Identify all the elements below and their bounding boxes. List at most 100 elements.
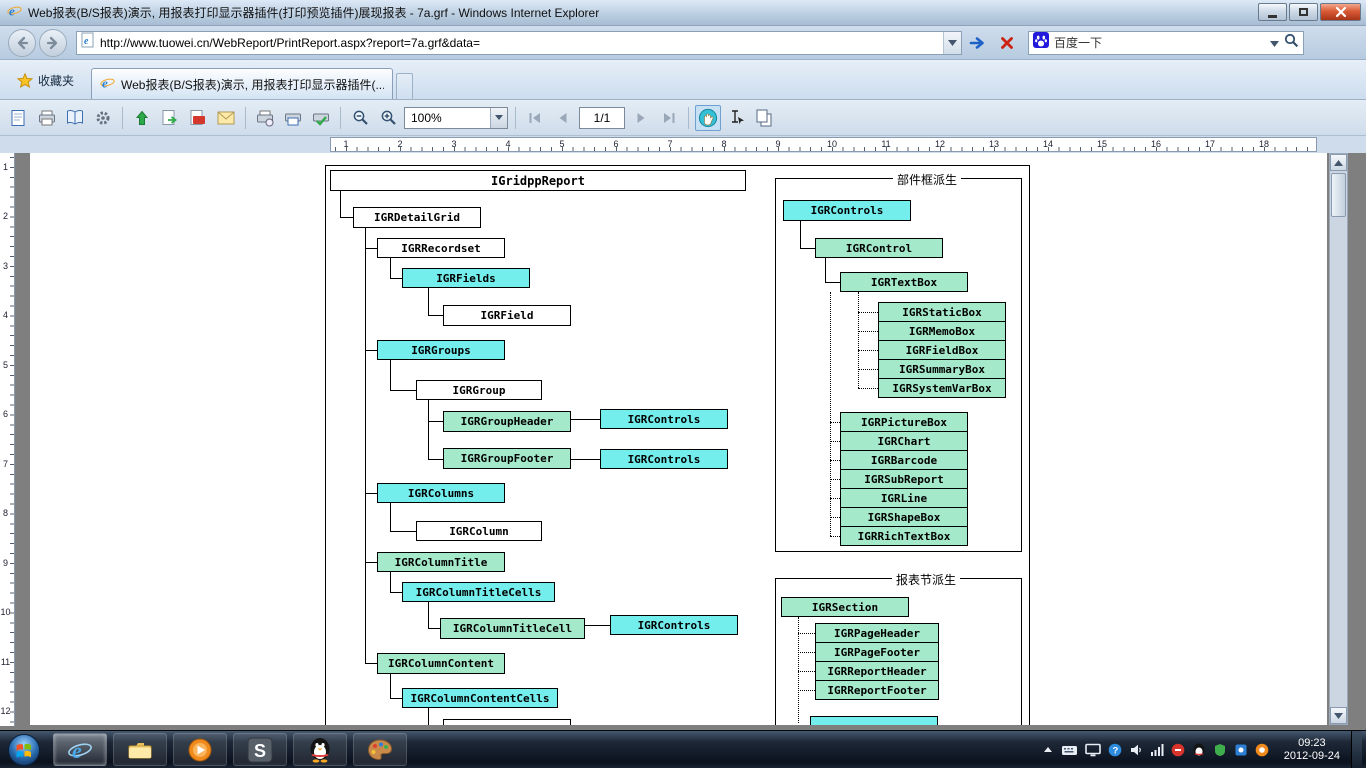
tray-help-icon[interactable]: ? — [1108, 743, 1122, 757]
go-button[interactable] — [965, 30, 991, 56]
node-igrgroup: IGRGroup — [416, 380, 542, 400]
zoom-out-button[interactable] — [347, 105, 373, 131]
url-text[interactable]: http://www.tuowei.cn/WebReport/PrintRepo… — [100, 36, 943, 50]
printer-setup-button[interactable] — [252, 105, 278, 131]
copy-page-button[interactable] — [751, 105, 777, 131]
search-dropdown-arrow[interactable] — [1270, 34, 1279, 52]
node-igrcontrols-2: IGRControls — [600, 449, 728, 469]
scrollbar-thumb[interactable] — [1331, 173, 1346, 217]
search-icon[interactable] — [1284, 33, 1299, 53]
close-button[interactable] — [1320, 3, 1361, 21]
favorites-button[interactable]: 收藏夹 — [8, 66, 83, 94]
next-page-button[interactable] — [628, 105, 654, 131]
tray-keyboard-icon[interactable] — [1061, 743, 1078, 757]
node-igrdetailgrid: IGRDetailGrid — [353, 207, 481, 228]
text-select-icon — [728, 109, 745, 126]
tick: 12 — [932, 139, 948, 149]
node-igrshapebox: IGRShapeBox — [840, 507, 968, 527]
taskbar-ie-button[interactable]: e — [53, 733, 107, 766]
last-page-button[interactable] — [656, 105, 682, 131]
send-mail-button[interactable] — [213, 105, 239, 131]
maximize-button[interactable] — [1289, 3, 1318, 21]
connector-line — [858, 369, 878, 370]
stop-button[interactable] — [994, 30, 1020, 56]
taskbar-qq-button[interactable] — [293, 733, 347, 766]
tabs-row: 收藏夹 e Web报表(B/S报表)演示, 用报表打印显示器插件(... — [0, 60, 1366, 100]
connector-line — [390, 258, 391, 278]
show-desktop-button[interactable] — [1351, 731, 1362, 768]
scroll-down-button[interactable] — [1330, 707, 1347, 724]
node-igrpageheader: IGRPageHeader — [815, 623, 939, 643]
text-select-tool-button[interactable] — [723, 105, 749, 131]
connector-line — [571, 459, 600, 460]
tray-qq-icon[interactable] — [1192, 743, 1206, 757]
zoom-in-button[interactable] — [375, 105, 401, 131]
node-igrcontrol: IGRControl — [815, 238, 943, 258]
taskbar-explorer-button[interactable] — [113, 733, 167, 766]
tab-report[interactable]: e Web报表(B/S报表)演示, 用报表打印显示器插件(... — [91, 68, 393, 99]
hand-tool-button[interactable] — [695, 105, 721, 131]
page-setup-button[interactable] — [6, 105, 32, 131]
export-up-button[interactable] — [129, 105, 155, 131]
print-button[interactable] — [34, 105, 60, 131]
export-file-button[interactable] — [157, 105, 183, 131]
connector-line — [825, 282, 840, 283]
tray-app-blue-icon[interactable] — [1234, 743, 1248, 757]
tray-shield-icon[interactable] — [1213, 743, 1227, 757]
clock-date: 2012-09-24 — [1284, 750, 1340, 763]
next-page-icon — [633, 111, 649, 125]
windows-logo-icon — [7, 733, 41, 767]
chevron-down-icon — [948, 40, 957, 46]
two-page-view-button[interactable] — [62, 105, 88, 131]
export-icon — [161, 109, 179, 127]
taskbar: e S ? 09:23 — [0, 730, 1366, 768]
separator — [340, 107, 341, 129]
taskbar-clock[interactable]: 09:23 2012-09-24 — [1284, 737, 1340, 763]
zoom-combo[interactable]: 100% — [404, 107, 508, 129]
node-igrcontrols-panel: IGRControls — [783, 200, 911, 221]
export-pdf-button[interactable] — [185, 105, 211, 131]
minimize-button[interactable] — [1258, 3, 1287, 21]
node-igrrichtextbox: IGRRichTextBox — [840, 526, 968, 546]
title-bar: e Web报表(B/S报表)演示, 用报表打印显示器插件(打印预览插件)展现报表… — [0, 0, 1366, 26]
tray-app-orange-icon[interactable] — [1255, 743, 1269, 757]
prev-page-button[interactable] — [550, 105, 576, 131]
star-icon — [17, 73, 33, 88]
connector-line — [825, 258, 826, 282]
go-arrow-icon — [969, 36, 987, 50]
tray-monitor-icon[interactable] — [1085, 743, 1101, 757]
tray-expand-icon[interactable] — [1042, 744, 1054, 756]
copy-icon — [755, 109, 773, 127]
address-dropdown-arrow[interactable] — [943, 32, 961, 54]
connector-line — [798, 690, 815, 691]
node-igrcolumn: IGRColumn — [416, 521, 542, 541]
settings-button[interactable] — [90, 105, 116, 131]
forward-button[interactable] — [39, 29, 67, 57]
quick-print-button[interactable] — [308, 105, 334, 131]
page-number-field[interactable]: 1/1 — [579, 107, 625, 129]
start-button[interactable] — [6, 732, 42, 768]
taskbar-sogou-button[interactable]: S — [233, 733, 287, 766]
node-igrstaticbox: IGRStaticBox — [878, 302, 1006, 322]
clock-time: 09:23 — [1284, 737, 1340, 750]
new-tab-stub[interactable] — [396, 73, 413, 99]
taskbar-paint-button[interactable] — [353, 733, 407, 766]
search-box[interactable]: 百度一下 — [1028, 31, 1304, 55]
taskbar-media-player-button[interactable] — [173, 733, 227, 766]
tray-network-icon[interactable] — [1150, 743, 1164, 757]
first-page-button[interactable] — [522, 105, 548, 131]
print-current-button[interactable] — [280, 105, 306, 131]
search-input[interactable]: 百度一下 — [1054, 34, 1265, 51]
tray-volume-icon[interactable] — [1129, 743, 1143, 757]
minimize-icon — [1268, 15, 1277, 18]
address-bar[interactable]: e http://www.tuowei.cn/WebReport/PrintRe… — [76, 31, 962, 55]
scroll-up-button[interactable] — [1330, 154, 1347, 171]
tick: 14 — [1040, 139, 1056, 149]
vertical-scrollbar[interactable] — [1329, 153, 1348, 725]
tick: 5 — [0, 360, 11, 370]
separator — [122, 107, 123, 129]
zoom-dropdown-arrow[interactable] — [490, 108, 507, 128]
tray-security-icon[interactable] — [1171, 743, 1185, 757]
back-button[interactable] — [8, 29, 36, 57]
connector-line — [800, 221, 801, 248]
